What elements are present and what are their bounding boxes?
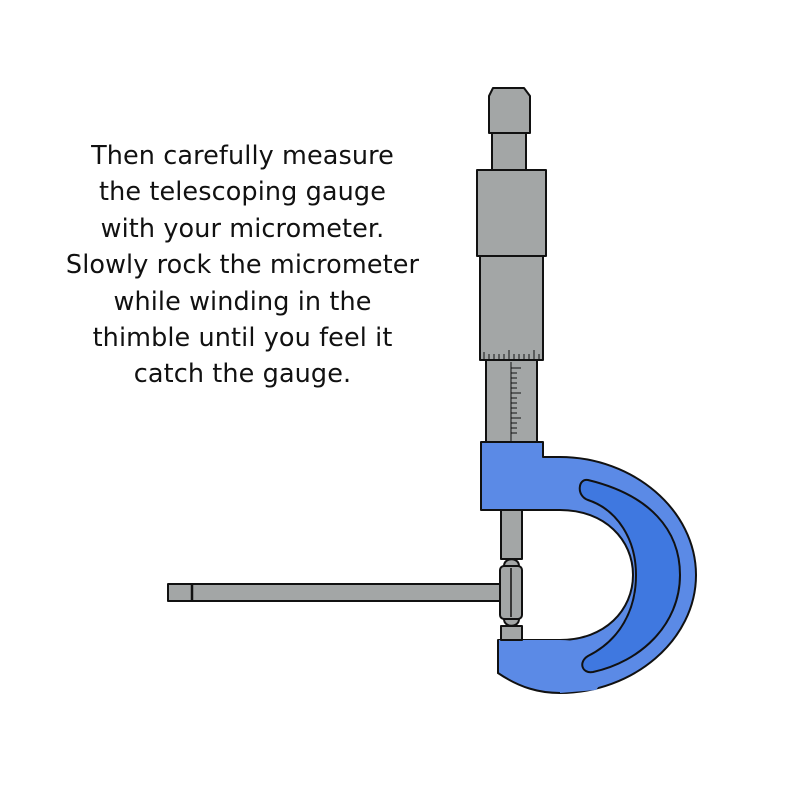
micrometer-icon: [476, 87, 697, 694]
gauge-plunger-bottom: [503, 618, 520, 627]
instruction-line: thimble until you feel it: [92, 323, 393, 354]
frame-anvil-outline: [497, 640, 561, 694]
instruction-line: catch the gauge.: [133, 359, 352, 390]
thimble-upper: [476, 169, 547, 257]
instruction-line: Slowly rock the micrometer: [65, 250, 420, 281]
ratchet-cap: [488, 87, 531, 134]
instruction-text: Then carefully measure the telescoping g…: [30, 138, 455, 393]
sleeve-scale: [510, 362, 521, 441]
gauge-plunger-top: [503, 558, 520, 567]
anvil: [500, 625, 523, 641]
frame-pad: [578, 478, 681, 674]
instruction-line: while winding in the: [113, 286, 372, 317]
instruction-line: the telescoping gauge: [99, 177, 386, 208]
thimble: [479, 255, 544, 361]
frame-anvil-edge: [498, 640, 607, 693]
telescoping-gauge-icon: [167, 558, 523, 627]
spindle: [500, 509, 523, 560]
gauge-handle: [167, 583, 501, 602]
instruction-line: with your micrometer.: [100, 213, 385, 244]
instruction-line: Then carefully measure: [91, 141, 394, 171]
ratchet-neck: [491, 132, 527, 171]
